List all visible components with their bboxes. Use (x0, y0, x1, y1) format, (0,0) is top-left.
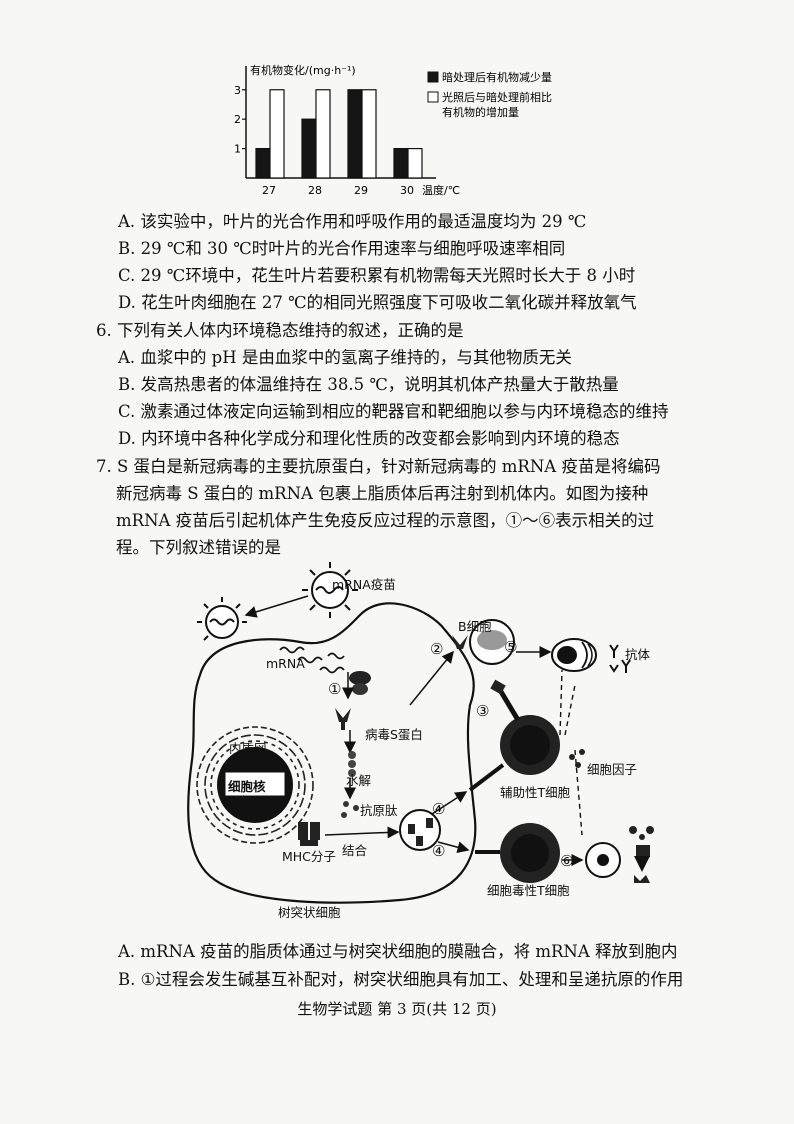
step-5: ⑤ (504, 638, 518, 656)
label-helper-t: 辅助性T细胞 (500, 785, 571, 800)
label-antigen-peptide: 抗原肽 (360, 803, 398, 818)
y-tick-label: 3 (234, 84, 241, 97)
label-dendritic-cell: 树突状细胞 (278, 905, 341, 920)
step-1: ① (328, 680, 342, 698)
step-4a: ④ (432, 800, 446, 818)
bar-light-27 (269, 89, 285, 179)
bar-dark-27 (255, 147, 271, 179)
step-6: ⑥ (560, 852, 574, 870)
q7-stem-line4: 程。下列叙述错误的是 (116, 538, 281, 557)
legend-label-light-2: 有机物的增加量 (442, 105, 519, 119)
x-tick-label: 30 (400, 184, 414, 197)
antibody-icons (609, 644, 631, 673)
q6-option-c: C. 激素通过体液定向运输到相应的靶器官和靶细胞以参与内环境稳态的维持 (118, 402, 669, 421)
bar-light-30 (407, 147, 423, 179)
x-axis-label: 温度/℃ (422, 183, 460, 197)
label-combine: 结合 (342, 843, 368, 858)
helper-t-cell (500, 715, 560, 775)
target-cell (585, 842, 621, 878)
membrane-receptor (452, 635, 468, 649)
q7-stem-line2: 新冠病毒 S 蛋白的 mRNA 包裹上脂质体后再注射到机体内。如图为接种 (116, 484, 649, 503)
bar-dark-30 (393, 147, 409, 179)
fusing-vaccine-particle (197, 597, 247, 641)
q6-option-d: D. 内环境中各种化学成分和理化性质的改变都会影响到内环境的稳态 (118, 429, 620, 448)
q7-stem-line3: mRNA 疫苗后引起机体产生免疫反应过程的示意图，①～⑥表示相关的过 (116, 511, 655, 530)
label-mrna: mRNA (266, 656, 305, 671)
x-tick-label: 29 (354, 184, 368, 197)
endoplasmic-reticulum (196, 726, 314, 844)
protein-chain (348, 751, 356, 777)
bar-dark-29 (347, 89, 363, 179)
q7-option-b: B. ①过程会发生碱基互补配对，树突状细胞具有加工、处理和呈递抗原的作用 (118, 970, 684, 989)
label-cytokine: 细胞因子 (587, 762, 638, 777)
plasma-cell (551, 638, 597, 672)
label-mrna-vaccine: mRNA疫苗 (332, 577, 396, 592)
q6-option-b: B. 发高热患者的体温维持在 38.5 ℃，说明其机体产热量大于散热量 (118, 375, 619, 394)
q5-option-a: A. 该实验中，叶片的光合作用和呼吸作用的最适温度均为 29 ℃ (118, 212, 587, 231)
q5-option-b: B. 29 ℃和 30 ℃时叶片的光合作用速率与细胞呼吸速率相同 (118, 239, 566, 258)
label-er: 内质网 (229, 741, 267, 756)
step-3: ③ (476, 702, 490, 720)
step-2: ② (430, 640, 444, 658)
lysed-cell-fragments (629, 826, 654, 883)
label-virus-s-protein: 病毒S蛋白 (365, 727, 423, 742)
page-footer: 生物学试题 第 3 页(共 12 页) (297, 1000, 497, 1018)
cytotoxic-t-cell (500, 823, 560, 883)
s-protein-icon (335, 708, 351, 730)
cytokine-arrows (559, 669, 583, 836)
mhc-molecule (298, 822, 320, 846)
legend-label-dark: 暗处理后有机物减少量 (442, 70, 552, 84)
ribosome-icon (349, 671, 371, 695)
label-cytotoxic-t: 细胞毒性T细胞 (487, 883, 570, 898)
step-4b: ④ (432, 842, 446, 860)
antigen-peptide-fragments (341, 801, 359, 818)
y-tick-label: 1 (234, 143, 241, 156)
x-tick-label: 28 (308, 184, 322, 197)
label-mhc: MHC分子 (282, 849, 336, 864)
b-cell (469, 619, 515, 665)
bar-light-29 (361, 89, 377, 179)
label-hydrolysis: 水解 (346, 773, 372, 788)
q6-option-a: A. 血浆中的 pH 是由血浆中的氢离子维持的，与其他物质无关 (118, 348, 572, 367)
bar-light-28 (315, 89, 331, 179)
q7-stem-line1: 7. S 蛋白是新冠病毒的主要抗原蛋白，针对新冠病毒的 mRNA 疫苗是将编码 (96, 457, 661, 476)
bar-dark-28 (301, 118, 317, 179)
y-axis-label: 有机物变化/(mg·h⁻¹) (250, 63, 356, 77)
q7-option-a: A. mRNA 疫苗的脂质体通过与树突状细胞的膜融合，将 mRNA 释放到胞内 (118, 942, 678, 961)
cytokine-dots (569, 749, 585, 768)
y-tick-label: 2 (234, 113, 241, 126)
mrna-strands (279, 646, 345, 674)
q5-option-d: D. 花生叶肉细胞在 27 ℃的相同光照强度下可吸收二氧化碳并释放氧气 (118, 293, 637, 312)
q5-option-c: C. 29 ℃环境中，花生叶片若要积累有机物需每天光照时长大于 8 小时 (118, 266, 636, 285)
label-b-cell: B细胞 (458, 619, 492, 634)
mrna-vaccine-particle (302, 562, 358, 618)
legend-swatch-light (427, 91, 439, 103)
helper-t-link (497, 688, 521, 722)
label-antibody: 抗体 (625, 647, 651, 662)
x-tick-label: 27 (262, 184, 276, 197)
legend-label-light-1: 光照后与暗处理前相比 (442, 90, 552, 104)
immune-diagram (187, 562, 654, 904)
label-nucleus: 细胞核 (228, 779, 266, 794)
legend-swatch-dark (427, 71, 439, 83)
bar-chart: 1 2 3 有机物变化/(mg·h⁻¹) 27 28 29 30 温度/℃ 暗处理后有机物减少量光… (234, 63, 552, 197)
q6-stem: 6. 下列有关人体内环境稳态维持的叙述，正确的是 (96, 321, 464, 340)
